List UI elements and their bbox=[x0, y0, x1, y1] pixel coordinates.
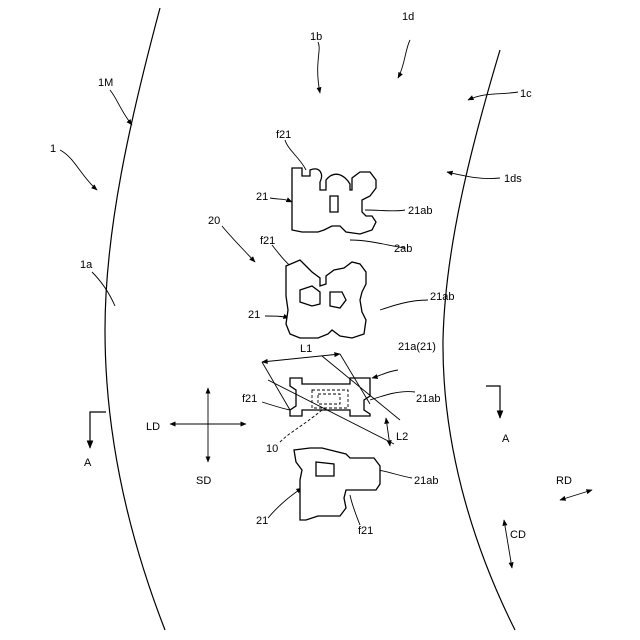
outer-contour-1M bbox=[105, 8, 165, 630]
label-1c: 1c bbox=[520, 88, 532, 100]
glyph-21-bottom-slot bbox=[316, 462, 334, 476]
label-1a: 1a bbox=[80, 259, 93, 271]
label-21-mid: 21 bbox=[248, 309, 260, 321]
label-f21-bottom: f21 bbox=[358, 525, 373, 537]
label-21ab-mid: 21ab bbox=[430, 291, 454, 303]
label-SD: SD bbox=[196, 475, 211, 487]
label-1: 1 bbox=[50, 143, 56, 155]
label-LD: LD bbox=[146, 421, 160, 433]
label-f21-lower: f21 bbox=[242, 393, 257, 405]
glyph-21-mid-bowl bbox=[300, 286, 320, 306]
label-1d: 1d bbox=[402, 11, 414, 23]
glyph-21-bottom bbox=[294, 448, 380, 520]
glyph-21-top-slot bbox=[330, 196, 338, 212]
label-RD: RD bbox=[556, 475, 572, 487]
label-CD: CD bbox=[510, 529, 526, 541]
label-2ab: 2ab bbox=[394, 243, 412, 255]
label-20: 20 bbox=[208, 215, 220, 227]
inner-contour-1ds bbox=[443, 50, 515, 630]
label-21-bottom: 21 bbox=[256, 515, 268, 527]
label-1M: 1M bbox=[98, 77, 113, 89]
label-L1: L1 bbox=[300, 343, 312, 355]
glyph-21-mid bbox=[286, 260, 366, 338]
label-21ab-lower: 21ab bbox=[416, 393, 440, 405]
label-A-right: A bbox=[502, 433, 510, 445]
label-f21-top: f21 bbox=[276, 129, 291, 141]
label-21-top: 21 bbox=[256, 191, 268, 203]
label-1ds: 1ds bbox=[504, 173, 522, 185]
label-f21-mid: f21 bbox=[260, 235, 275, 247]
label-1b: 1b bbox=[310, 31, 322, 43]
label-A-left: A bbox=[84, 457, 92, 469]
label-21a: 21a(21) bbox=[398, 341, 436, 353]
direction-arrows bbox=[170, 388, 592, 568]
label-21ab-top: 21ab bbox=[408, 205, 432, 217]
label-L2: L2 bbox=[396, 431, 408, 443]
label-21ab-bottom: 21ab bbox=[414, 475, 438, 487]
label-10: 10 bbox=[266, 443, 278, 455]
